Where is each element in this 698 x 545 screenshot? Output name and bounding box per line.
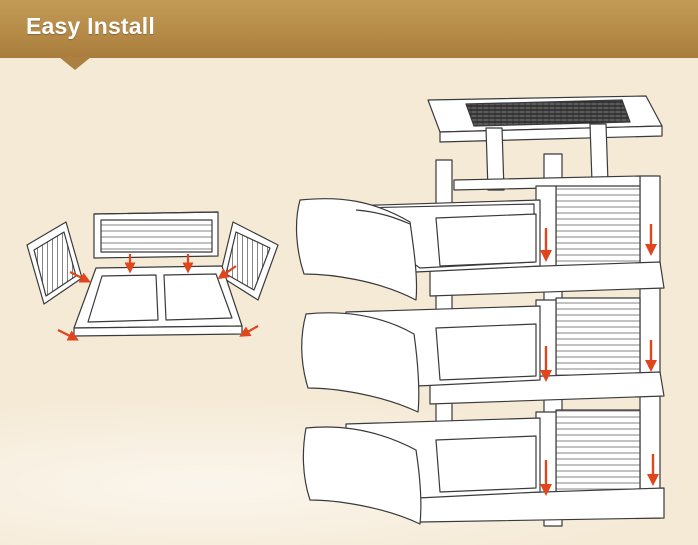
- drawer-3: [302, 417, 541, 525]
- right-side-panel: [219, 221, 279, 301]
- small-box-arrows: [57, 254, 259, 341]
- back-panel: [93, 211, 219, 259]
- header-banner: Easy Install: [0, 0, 698, 58]
- tower-arrows: [540, 224, 659, 496]
- top-lid: [427, 95, 663, 191]
- tier-1: [295, 175, 665, 301]
- left-side-panel: [26, 221, 83, 305]
- install-arrow-icon: [239, 325, 259, 337]
- drawer-1: [295, 198, 541, 301]
- tier-2: [301, 297, 665, 413]
- small-box-exploded: [26, 211, 279, 337]
- drawer-tower: [295, 95, 665, 527]
- drawer-2: [301, 305, 541, 413]
- page-title: Easy Install: [26, 13, 155, 39]
- header-pointer: [59, 57, 91, 70]
- tier-3: [302, 409, 665, 525]
- install-arrow-icon: [217, 265, 237, 280]
- base-tray: [73, 265, 243, 337]
- install-arrow-icon: [57, 329, 79, 341]
- install-arrow-icon: [69, 271, 91, 283]
